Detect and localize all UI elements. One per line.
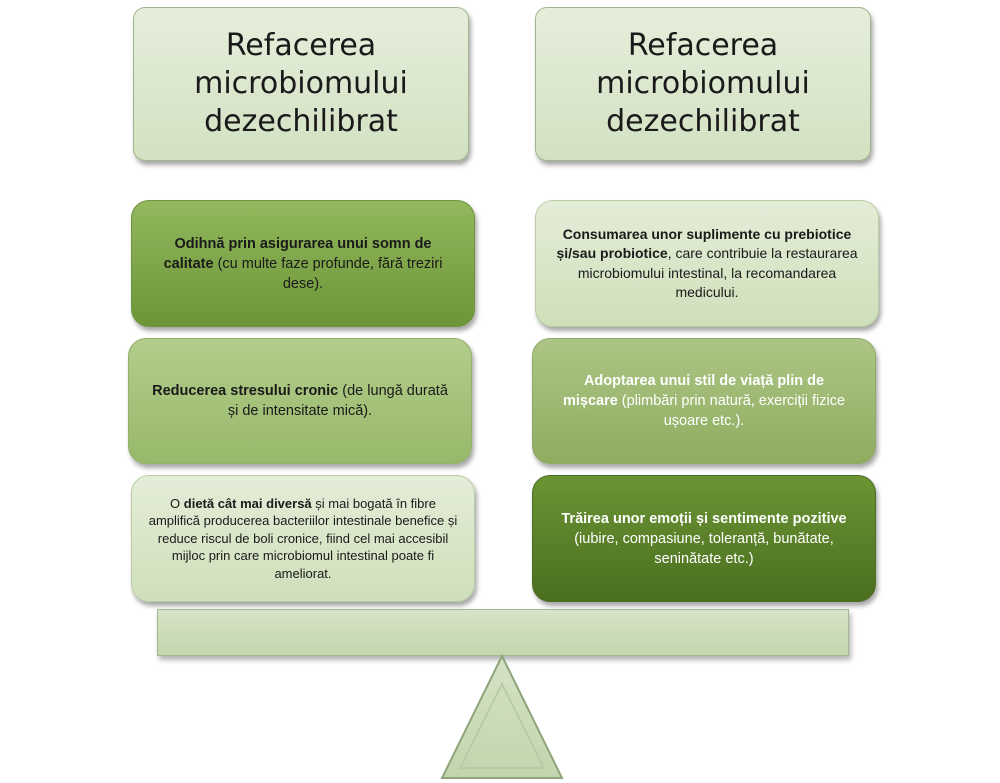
card-movement: Adoptarea unui stil de viață plin de miș… — [532, 338, 876, 464]
card-supplements-text: Consumarea unor suplimente cu prebiotice… — [556, 225, 858, 301]
card-stress: Reducerea stresului cronic (de lungă dur… — [128, 338, 472, 464]
card-sleep-text: Odihnă prin asigurarea unui somn de cali… — [163, 235, 443, 292]
card-emotions-text: Trăirea unor emoții și sentimente poziti… — [561, 510, 847, 567]
header-right-text: Refacerea microbiomului dezechilibrat — [596, 28, 810, 139]
header-left: Refacerea microbiomului dezechilibrat — [133, 7, 469, 161]
balance-beam — [157, 609, 849, 656]
card-stress-text: Reducerea stresului cronic (de lungă dur… — [152, 383, 448, 419]
balance-fulcrum — [440, 654, 564, 779]
card-movement-text: Adoptarea unui stil de viață plin de miș… — [562, 373, 846, 429]
header-right: Refacerea microbiomului dezechilibrat — [535, 7, 871, 161]
card-diet: O dietă cât mai diversă și mai bogată în… — [131, 475, 475, 602]
card-diet-text: O dietă cât mai diversă și mai bogată în… — [148, 495, 458, 581]
card-emotions: Trăirea unor emoții și sentimente poziti… — [532, 475, 876, 602]
card-supplements: Consumarea unor suplimente cu prebiotice… — [535, 200, 879, 327]
header-left-text: Refacerea microbiomului dezechilibrat — [194, 28, 408, 139]
card-sleep: Odihnă prin asigurarea unui somn de cali… — [131, 200, 475, 327]
